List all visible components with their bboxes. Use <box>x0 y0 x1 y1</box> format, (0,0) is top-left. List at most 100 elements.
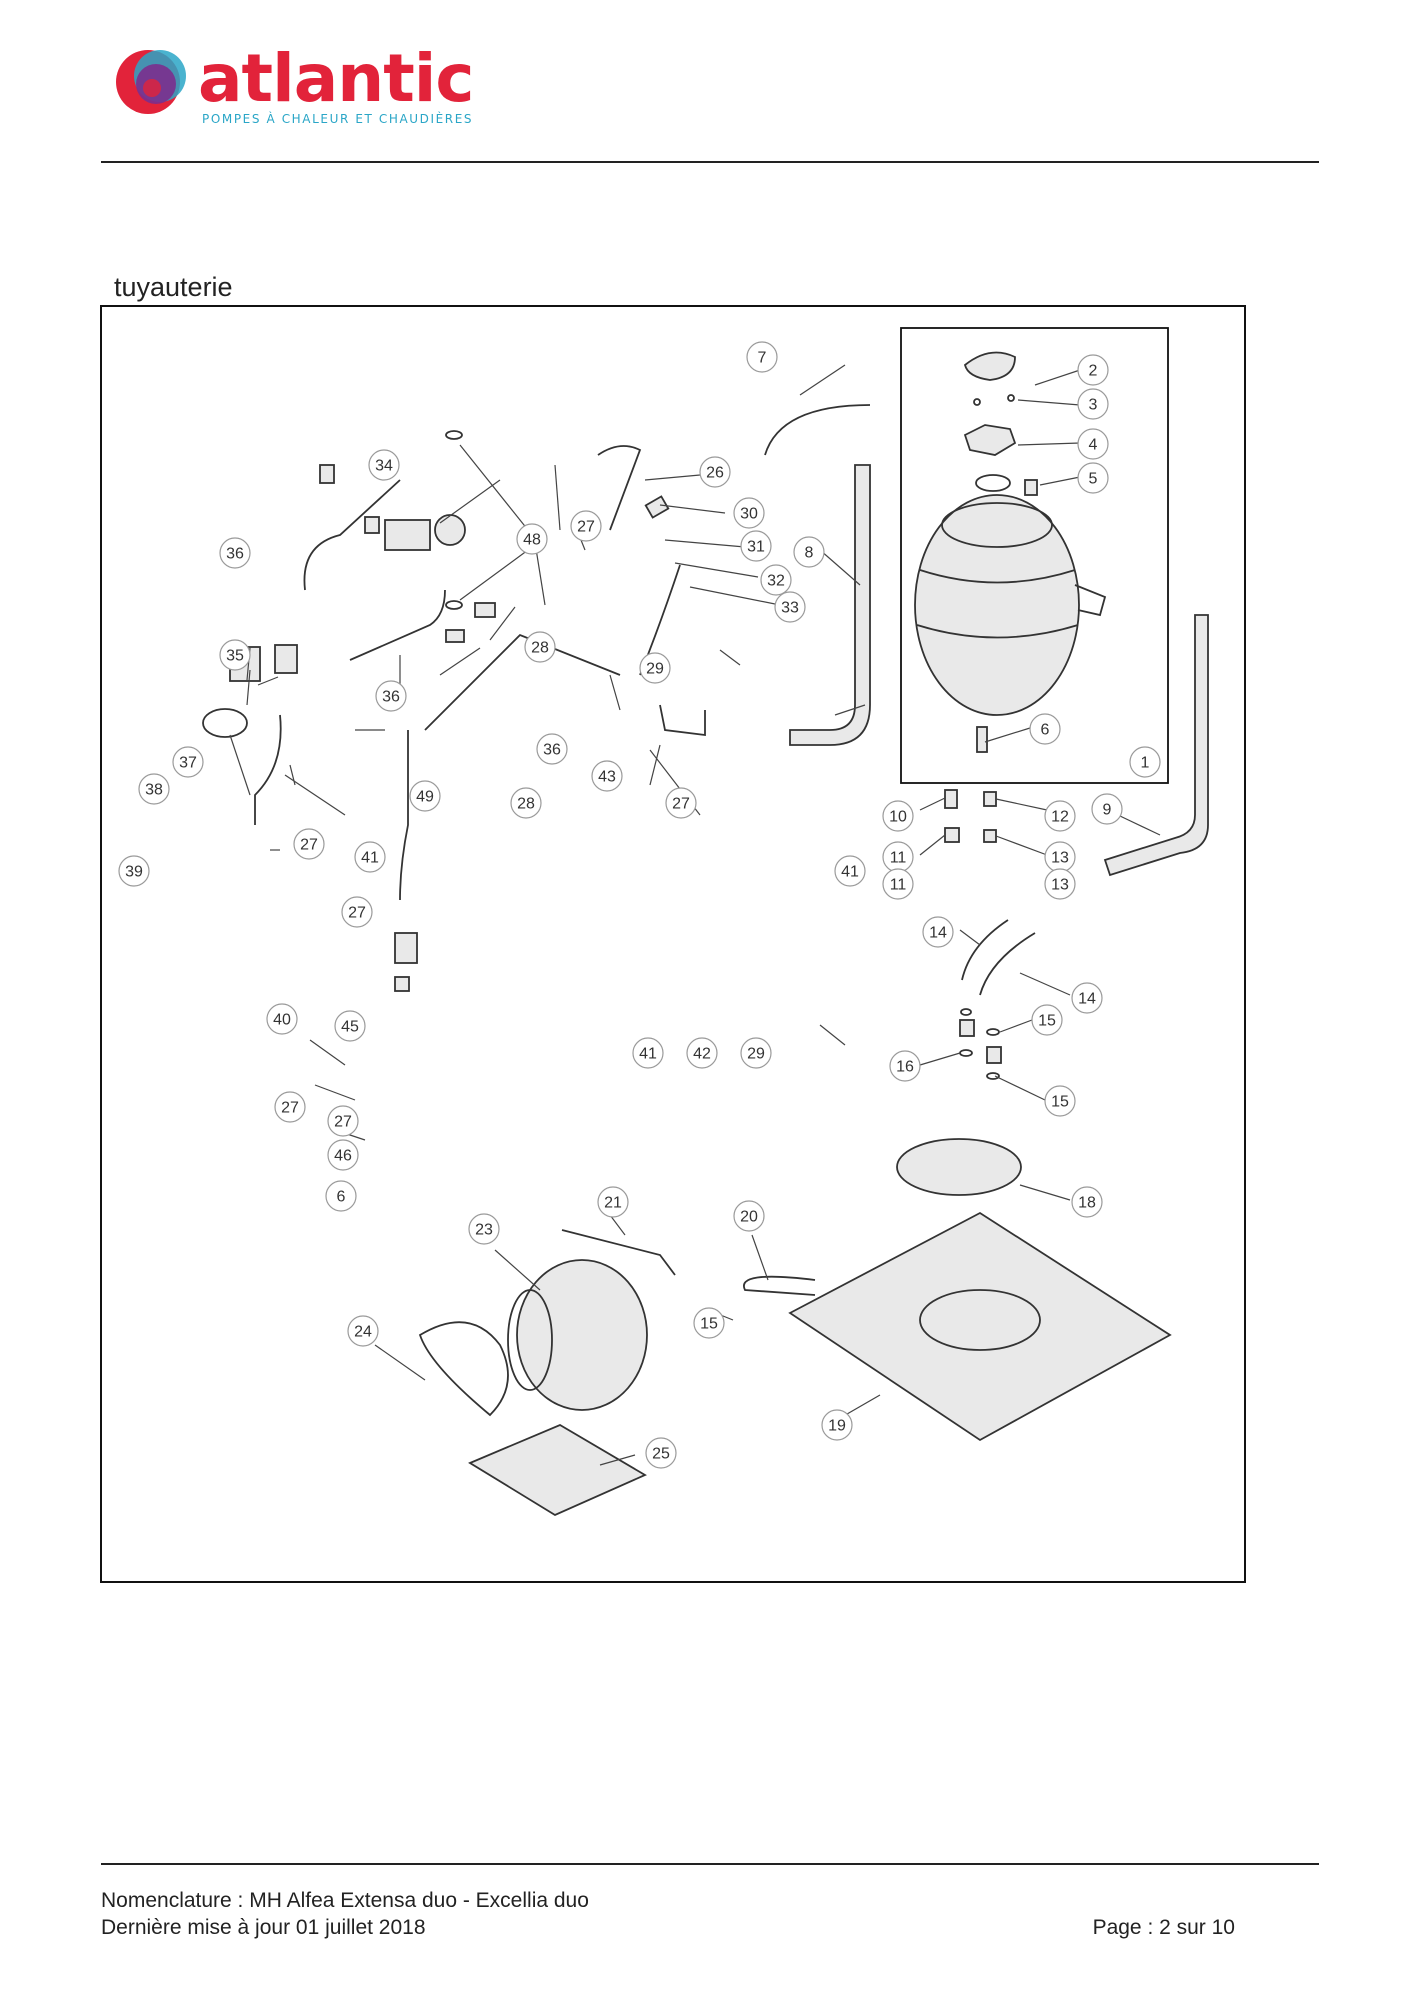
logo-mark-icon <box>116 50 186 114</box>
callout-label: 11 <box>890 877 907 894</box>
brand-name: atlantic <box>198 40 475 117</box>
callout-41: 41 <box>632 1037 664 1069</box>
callout-label: 9 <box>1103 802 1112 819</box>
callout-33: 33 <box>774 591 806 623</box>
callout-16: 16 <box>889 1050 921 1082</box>
callout-label: 10 <box>889 809 907 826</box>
callout-27: 27 <box>570 510 602 542</box>
callout-label: 5 <box>1089 471 1098 488</box>
callout-label: 8 <box>805 545 814 562</box>
cover-plate <box>468 1423 647 1517</box>
tank-end <box>507 1289 553 1391</box>
vessel-valve <box>976 726 988 753</box>
callout-label: 45 <box>341 1019 359 1036</box>
pipe <box>349 589 446 661</box>
callout-label: 27 <box>334 1114 352 1131</box>
clip <box>445 629 465 643</box>
pipe <box>979 932 1036 996</box>
callout-45: 45 <box>334 1010 366 1042</box>
callout-label: 4 <box>1089 437 1098 454</box>
callout-41: 41 <box>834 855 866 887</box>
tank <box>516 1259 648 1411</box>
callout-14: 14 <box>922 916 954 948</box>
callout-36: 36 <box>219 537 251 569</box>
callout-label: 15 <box>700 1316 718 1333</box>
callout-36: 36 <box>536 733 568 765</box>
callout-label: 30 <box>740 506 758 523</box>
callout-label: 14 <box>1078 991 1096 1008</box>
screw <box>973 398 981 406</box>
footer-page-number: Page : 2 sur 10 <box>1092 1916 1235 1939</box>
callout-13: 13 <box>1044 841 1076 873</box>
pipe <box>424 633 621 731</box>
callout-label: 15 <box>1038 1013 1056 1030</box>
pipe <box>1103 614 1209 877</box>
callout-label: 25 <box>652 1446 670 1463</box>
callout-15: 15 <box>1031 1004 1063 1036</box>
gasket <box>960 1008 972 1016</box>
callout-label: 27 <box>348 905 366 922</box>
callout-30: 30 <box>733 497 765 529</box>
callout-29: 29 <box>639 652 671 684</box>
callout-label: 11 <box>890 850 907 867</box>
callout-43: 43 <box>591 760 623 792</box>
callout-label: 14 <box>929 925 947 942</box>
callout-label: 38 <box>145 782 163 799</box>
callout-label: 2 <box>1089 363 1098 380</box>
callout-31: 31 <box>740 530 772 562</box>
callout-27: 27 <box>274 1091 306 1123</box>
fitting <box>983 829 997 843</box>
callout-label: 39 <box>125 864 143 881</box>
fitting <box>986 1046 1002 1064</box>
callout-label: 33 <box>781 600 799 617</box>
pipe <box>764 404 871 456</box>
callout-32: 32 <box>760 564 792 596</box>
callout-label: 31 <box>747 539 765 556</box>
expansion-vessel-inset-frame <box>900 327 1169 784</box>
callout-label: 26 <box>706 465 724 482</box>
callout-layer: 1234566789101111121313141415151516181920… <box>118 341 1161 1469</box>
callout-28: 28 <box>524 631 556 663</box>
callout-28: 28 <box>510 787 542 819</box>
clip <box>364 516 380 534</box>
footer-update-date: Dernière mise à jour 01 juillet 2018 <box>101 1916 426 1939</box>
callout-label: 29 <box>747 1046 765 1063</box>
callout-label: 41 <box>841 864 859 881</box>
callout-35: 35 <box>219 639 251 671</box>
gasket <box>986 1028 1000 1036</box>
pump-body <box>384 519 431 551</box>
callout-4: 4 <box>1077 428 1109 460</box>
callout-label: 35 <box>226 648 244 665</box>
callout-11: 11 <box>882 841 914 873</box>
gasket <box>445 600 463 610</box>
vessel-top <box>941 502 1053 548</box>
vessel-seam <box>919 569 1076 584</box>
pipe <box>254 714 282 825</box>
callout-42: 42 <box>686 1037 718 1069</box>
callout-label: 36 <box>226 546 244 563</box>
callout-23: 23 <box>468 1213 500 1245</box>
callout-21: 21 <box>597 1186 629 1218</box>
callout-label: 13 <box>1051 877 1069 894</box>
callout-label: 19 <box>828 1418 846 1435</box>
valve <box>394 976 410 992</box>
cable <box>202 708 248 738</box>
fitting <box>944 827 960 843</box>
callout-46: 46 <box>327 1139 359 1171</box>
valve <box>644 495 670 519</box>
callout-label: 46 <box>334 1148 352 1165</box>
clip <box>474 602 496 618</box>
flange <box>963 424 1017 456</box>
callout-label: 12 <box>1051 809 1069 826</box>
callout-label: 27 <box>672 796 690 813</box>
callout-34: 34 <box>368 449 400 481</box>
callout-13: 13 <box>1044 868 1076 900</box>
vessel-seam <box>916 624 1079 639</box>
callout-7: 7 <box>746 341 778 373</box>
callout-label: 15 <box>1051 1094 1069 1111</box>
callout-20: 20 <box>733 1200 765 1232</box>
callout-label: 42 <box>693 1046 711 1063</box>
expansion-vessel <box>914 494 1080 716</box>
callout-label: 13 <box>1051 850 1069 867</box>
fitting <box>944 789 958 809</box>
